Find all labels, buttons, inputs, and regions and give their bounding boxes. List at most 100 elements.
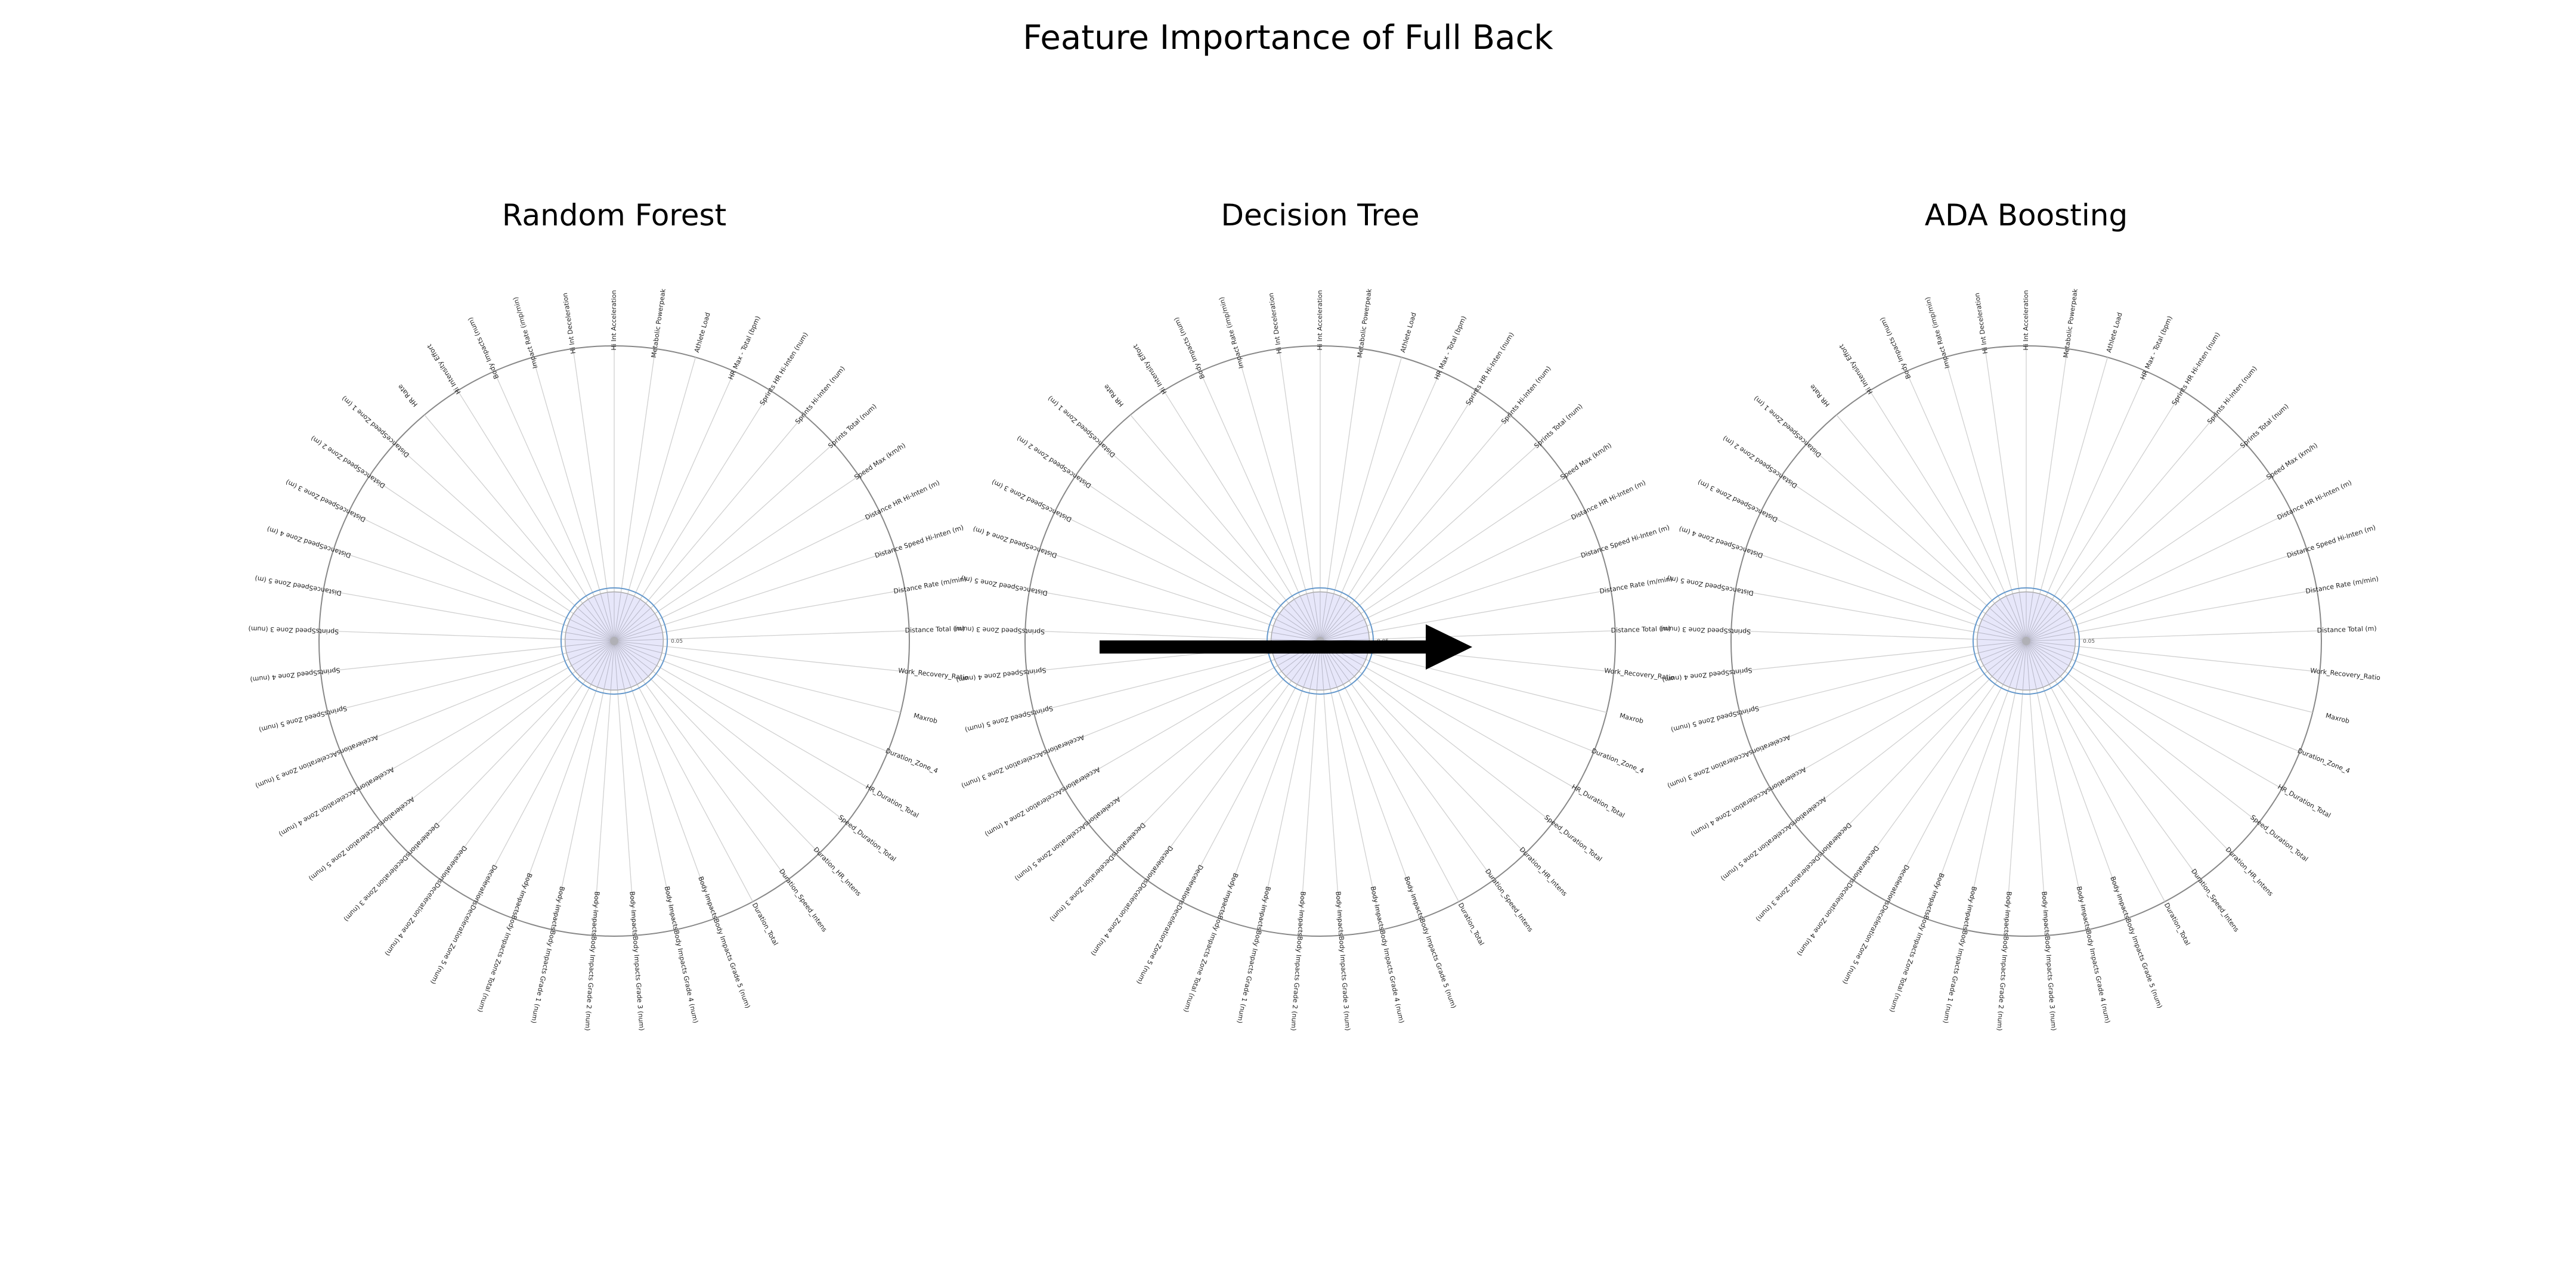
feature-label: Metabolic Powerpeak xyxy=(1356,288,1373,358)
spoke-overlay xyxy=(597,640,615,688)
radial-tick-label: 0.05 xyxy=(671,639,683,645)
spoke-overlay xyxy=(614,613,655,642)
spoke-overlay xyxy=(614,640,662,654)
center-point xyxy=(2022,637,2030,645)
spoke-overlay xyxy=(2026,640,2061,677)
spoke-overlay xyxy=(2026,640,2069,666)
feature-label: Sprints Hi-Inten (num) xyxy=(794,365,847,426)
spoke-overlay xyxy=(614,599,641,642)
feature-label: Distance Total (m) xyxy=(905,624,964,634)
figure-title: Feature Importance of Full Back xyxy=(1023,18,1553,57)
spoke-overlay xyxy=(1320,599,1347,642)
feature-label: Athlete Load xyxy=(693,312,712,354)
spoke-overlay xyxy=(2012,593,2027,642)
feature-label: Duration_Total xyxy=(751,902,780,947)
spoke-overlay xyxy=(571,640,615,666)
feature-label: Distance HR Hi-Inten (m) xyxy=(1570,479,1647,522)
spoke-overlay xyxy=(2026,639,2076,642)
feature-label: AccelerationsAcceleration Zone 3 (num) xyxy=(960,733,1085,790)
feature-label: Speed_Duration_Total xyxy=(1543,813,1603,863)
feature-label: Metabolic Powerpeak xyxy=(2062,288,2079,358)
spoke-overlay xyxy=(614,596,635,642)
chart-title: Decision Tree xyxy=(1221,198,1420,233)
center-point xyxy=(610,637,618,645)
feature-label: Sprints HR Hi-Inten (num) xyxy=(1465,331,1516,407)
feature-label: Maxrob xyxy=(913,711,939,724)
feature-label: Body ImpactsBody Impacts Grade 4 (num) xyxy=(2075,886,2111,1024)
spoke-overlay xyxy=(614,619,659,642)
feature-label: HR Rate xyxy=(396,383,419,408)
spoke-overlay xyxy=(2026,640,2055,682)
feature-label: Body ImpactsBody Impacts Grade 5 (num) xyxy=(2109,875,2163,1010)
feature-label: DistanceSpeed Zone 2 (m) xyxy=(1722,434,1798,490)
feature-label: Duration_Zone_4 xyxy=(1590,747,1645,775)
spoke-overlay xyxy=(614,603,646,642)
spoke-overlay xyxy=(600,593,615,642)
spoke-overlay xyxy=(1299,596,1321,642)
feature-label: Speed Max (km/h) xyxy=(2265,441,2319,481)
spoke-overlay xyxy=(614,640,643,682)
spoke-overlay xyxy=(614,639,664,642)
spoke-overlay xyxy=(1992,640,2027,677)
spoke-overlay xyxy=(577,608,615,642)
spoke-overlay xyxy=(614,640,657,666)
spoke-overlay xyxy=(1320,632,1369,642)
feature-label: Distance Total (m) xyxy=(1611,624,1670,634)
spoke-overlay xyxy=(2019,592,2027,642)
spoke-overlay xyxy=(2026,619,2071,642)
feature-label: Body ImpactsBody Impacts Grade 2 (num) xyxy=(1289,891,1306,1031)
spoke-overlay xyxy=(2022,640,2027,691)
spoke-overlay xyxy=(614,592,621,642)
spoke-overlay xyxy=(1987,640,2027,672)
feature-label: Sprints HR Hi-Inten (num) xyxy=(2171,331,2222,407)
feature-label: Body Impacts (num) xyxy=(1172,316,1206,380)
spoke-overlay xyxy=(2026,640,2072,660)
radial-tick-ring xyxy=(560,587,668,695)
radial-tick-ring xyxy=(1972,587,2080,695)
feature-label: Body ImpactsBody Impacts Grade 4 (num) xyxy=(1369,886,1405,1024)
spoke-overlay xyxy=(614,640,625,689)
spoke-overlay xyxy=(1994,603,2027,642)
feature-label: Athlete Load xyxy=(1399,312,1418,354)
feature-label: Duration_HR_Intens xyxy=(812,846,863,897)
feature-label: DistanceSpeed Zone 5 (m) xyxy=(960,574,1048,597)
spoke-overlay xyxy=(1306,593,1321,642)
feature-label: Hi Intensity Effort xyxy=(1131,342,1168,395)
feature-label: Speed_Duration_Total xyxy=(2249,813,2309,863)
feature-label: Distance Total (m) xyxy=(2317,624,2376,634)
spoke-overlay xyxy=(1320,603,1352,642)
feature-label: Body ImpactsBody Impacts Grade 3 (num) xyxy=(2040,891,2057,1031)
feature-label: Body ImpactsBody Impacts Grade 3 (num) xyxy=(628,891,645,1031)
annotation-arrow xyxy=(1100,624,1472,670)
spoke-overlay xyxy=(1320,596,1341,642)
feature-label: Body ImpactsBody Impacts Grade 4 (num) xyxy=(663,886,699,1024)
feature-label: Sprints Total (num) xyxy=(826,402,878,450)
spoke-overlay xyxy=(1979,626,2027,642)
feature-label: Speed Max (km/h) xyxy=(853,441,907,481)
spoke-overlay xyxy=(2026,640,2044,688)
spoke-overlay xyxy=(1977,640,2027,647)
chart-title: ADA Boosting xyxy=(1925,198,2128,233)
spoke-overlay xyxy=(1320,626,1367,642)
spoke-overlay xyxy=(582,603,615,642)
spoke-overlay xyxy=(1983,640,2027,666)
feature-label: DistanceSpeed Zone 2 (m) xyxy=(1015,434,1092,490)
feature-label: Duration_Total xyxy=(2163,902,2192,947)
chart-title: Random Forest xyxy=(502,198,726,233)
feature-label: Body Impacts (num) xyxy=(466,316,500,380)
spoke-overlay xyxy=(2005,596,2027,642)
spoke-overlay xyxy=(580,640,615,677)
feature-label: Speed_Duration_Total xyxy=(837,813,897,863)
feature-label: AccelerationsAcceleration Zone 3 (num) xyxy=(254,733,379,790)
spoke-overlay xyxy=(1320,592,1327,642)
feature-label: SprintsSpeed Zone 3 (num) xyxy=(248,625,339,636)
feature-label: HR Max - Total (bpm) xyxy=(1433,315,1468,381)
feature-label: DistanceSpeed Zone 5 (m) xyxy=(1666,574,1754,597)
spoke-overlay xyxy=(568,640,615,660)
feature-label: DistanceSpeed Zone 2 (m) xyxy=(309,434,386,490)
feature-label: Athlete Load xyxy=(2105,312,2124,354)
spoke-overlay xyxy=(573,613,615,642)
spoke-overlay xyxy=(1981,619,2027,642)
